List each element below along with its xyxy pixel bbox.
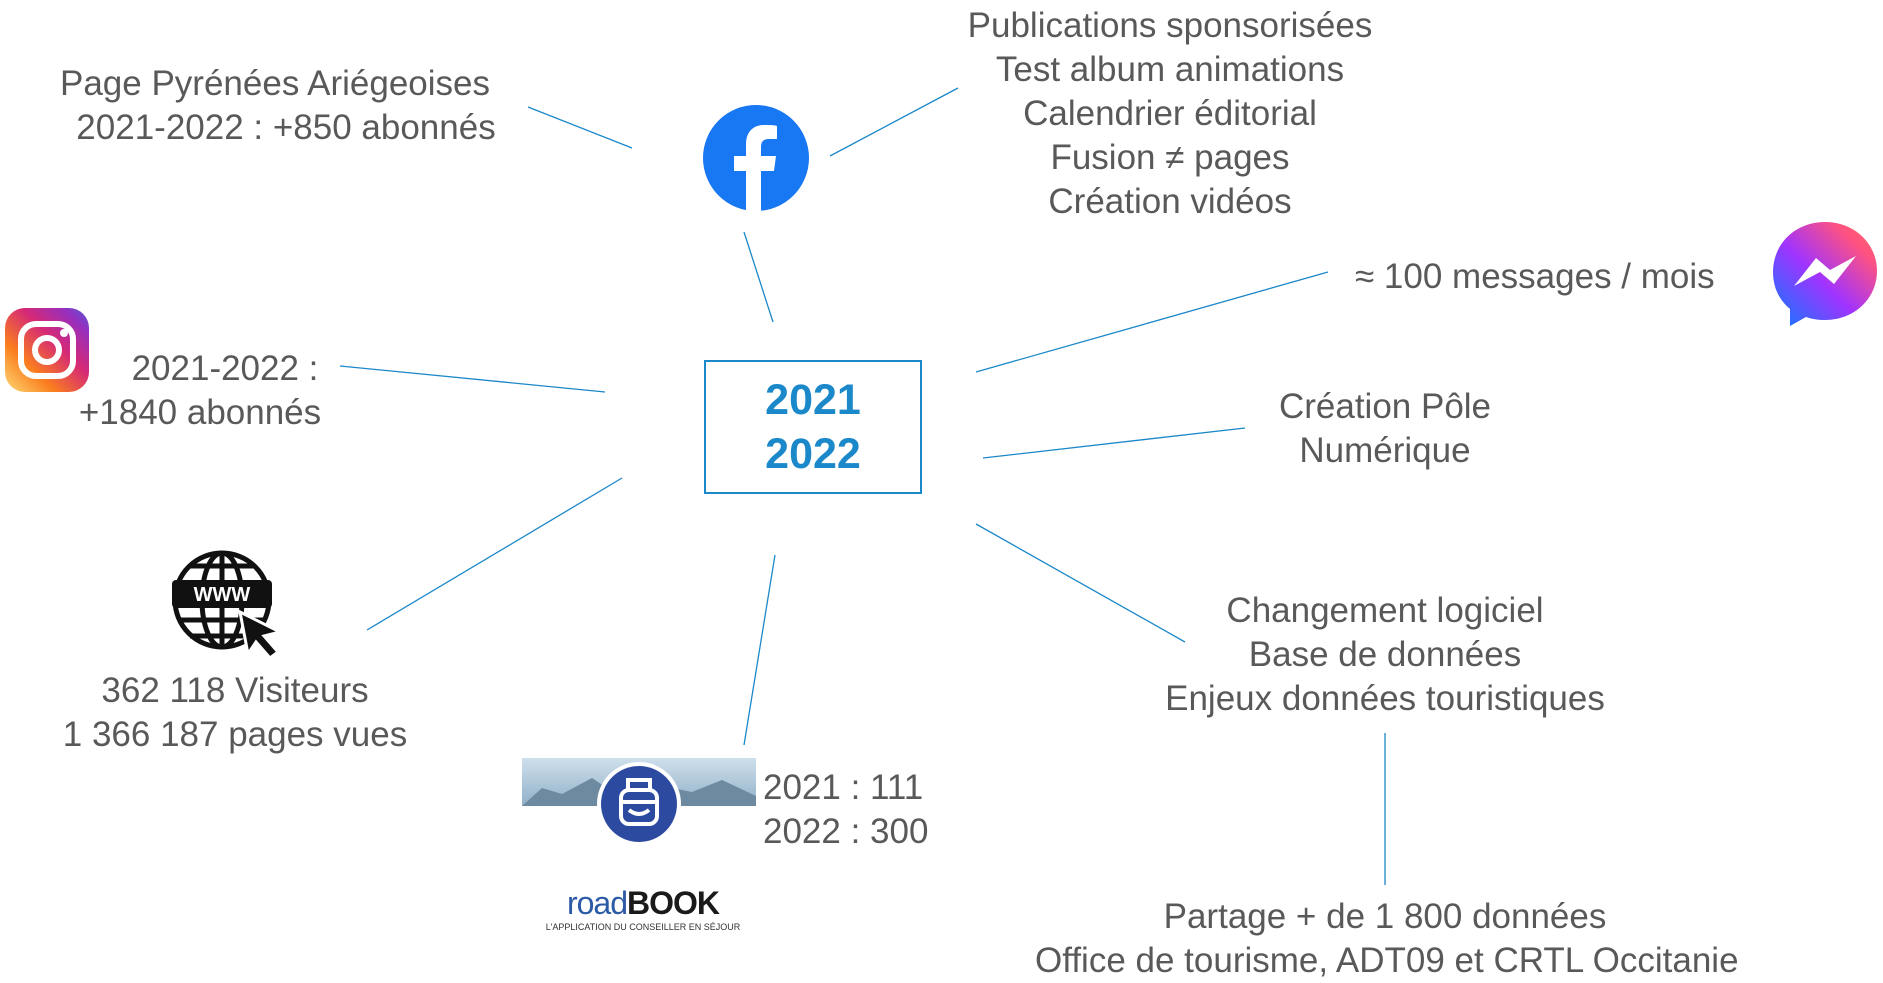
instagram-period: 2021-2022 : (131, 349, 319, 388)
center-year-box: 2021 2022 (704, 360, 922, 494)
facebook-page-name: Page Pyrénées Ariégeoises (60, 64, 490, 103)
pole-line-2: Numérique (1299, 431, 1471, 470)
connector-messenger (975, 271, 1329, 373)
facebook-action-item: Test album animations (995, 50, 1345, 89)
connector-software (975, 523, 1186, 643)
sharing-line-1: Partage + de 1 800 données (1163, 897, 1607, 936)
roadbook-stats: 2021 : 111 2022 : 300 (763, 766, 963, 854)
instagram-followers: +1840 abonnés (78, 393, 322, 432)
messenger-stats: ≈ 100 messages / mois (1355, 255, 1755, 299)
connector-facebook-right (829, 87, 959, 157)
pole-line-1: Création Pôle (1278, 387, 1492, 426)
facebook-actions-list: Publications sponsorisées Test album ani… (935, 4, 1405, 224)
roadbook-wordmark: roadBOOK (543, 885, 743, 921)
connector-pole (982, 427, 1246, 459)
roadbook-2021: 2021 : 111 (763, 768, 924, 807)
facebook-icon (703, 105, 809, 211)
svg-text:WWW: WWW (194, 584, 251, 606)
facebook-action-item: Fusion ≠ pages (1050, 138, 1290, 177)
center-year-end: 2022 (765, 430, 861, 478)
facebook-action-item: Calendrier éditorial (1023, 94, 1317, 133)
connector-facebook-center (743, 231, 774, 323)
roadbook-app-icon (522, 758, 756, 850)
connector-facebook-left (527, 106, 633, 149)
facebook-page-stats: Page Pyrénées Ariégeoises 2021-2022 : +8… (30, 62, 520, 150)
software-line: Enjeux données touristiques (1165, 679, 1605, 718)
messenger-messages-count: ≈ 100 messages / mois (1355, 257, 1715, 296)
messenger-icon (1770, 218, 1880, 330)
website-pageviews: 1 366 187 pages vues (62, 715, 408, 754)
connector-instagram (339, 365, 606, 393)
connector-roadbook (743, 554, 776, 746)
facebook-action-item: Création vidéos (1048, 182, 1292, 221)
roadbook-wordmark-book: BOOK (627, 885, 720, 921)
sharing-line-2: Office de tourisme, ADT09 et CRTL Occita… (1035, 941, 1739, 980)
facebook-action-item: Publications sponsorisées (967, 6, 1373, 45)
instagram-stats: 2021-2022 : +1840 abonnés (60, 347, 340, 435)
software-line: Changement logiciel (1226, 591, 1544, 630)
www-globe-icon: WWW (170, 548, 285, 661)
roadbook-2022: 2022 : 300 (763, 812, 929, 851)
roadbook-logo: roadBOOK L'APPLICATION DU CONSEILLER EN … (543, 885, 743, 941)
pole-numerique: Création Pôle Numérique (1235, 385, 1535, 473)
website-stats: 362 118 Visiteurs 1 366 187 pages vues (40, 669, 430, 757)
software-change: Changement logiciel Base de données Enje… (1145, 589, 1625, 721)
facebook-page-followers: 2021-2022 : +850 abonnés (76, 108, 496, 147)
roadbook-tagline: L'APPLICATION DU CONSEILLER EN SÉJOUR (545, 922, 741, 932)
data-sharing: Partage + de 1 800 données Office de tou… (1035, 895, 1739, 983)
roadbook-wordmark-road: road (566, 885, 628, 921)
website-visitors: 362 118 Visiteurs (101, 671, 369, 710)
software-line: Base de données (1248, 635, 1522, 674)
center-year-start: 2021 (765, 376, 861, 424)
instagram-icon (5, 308, 89, 392)
connector-website (366, 477, 623, 631)
